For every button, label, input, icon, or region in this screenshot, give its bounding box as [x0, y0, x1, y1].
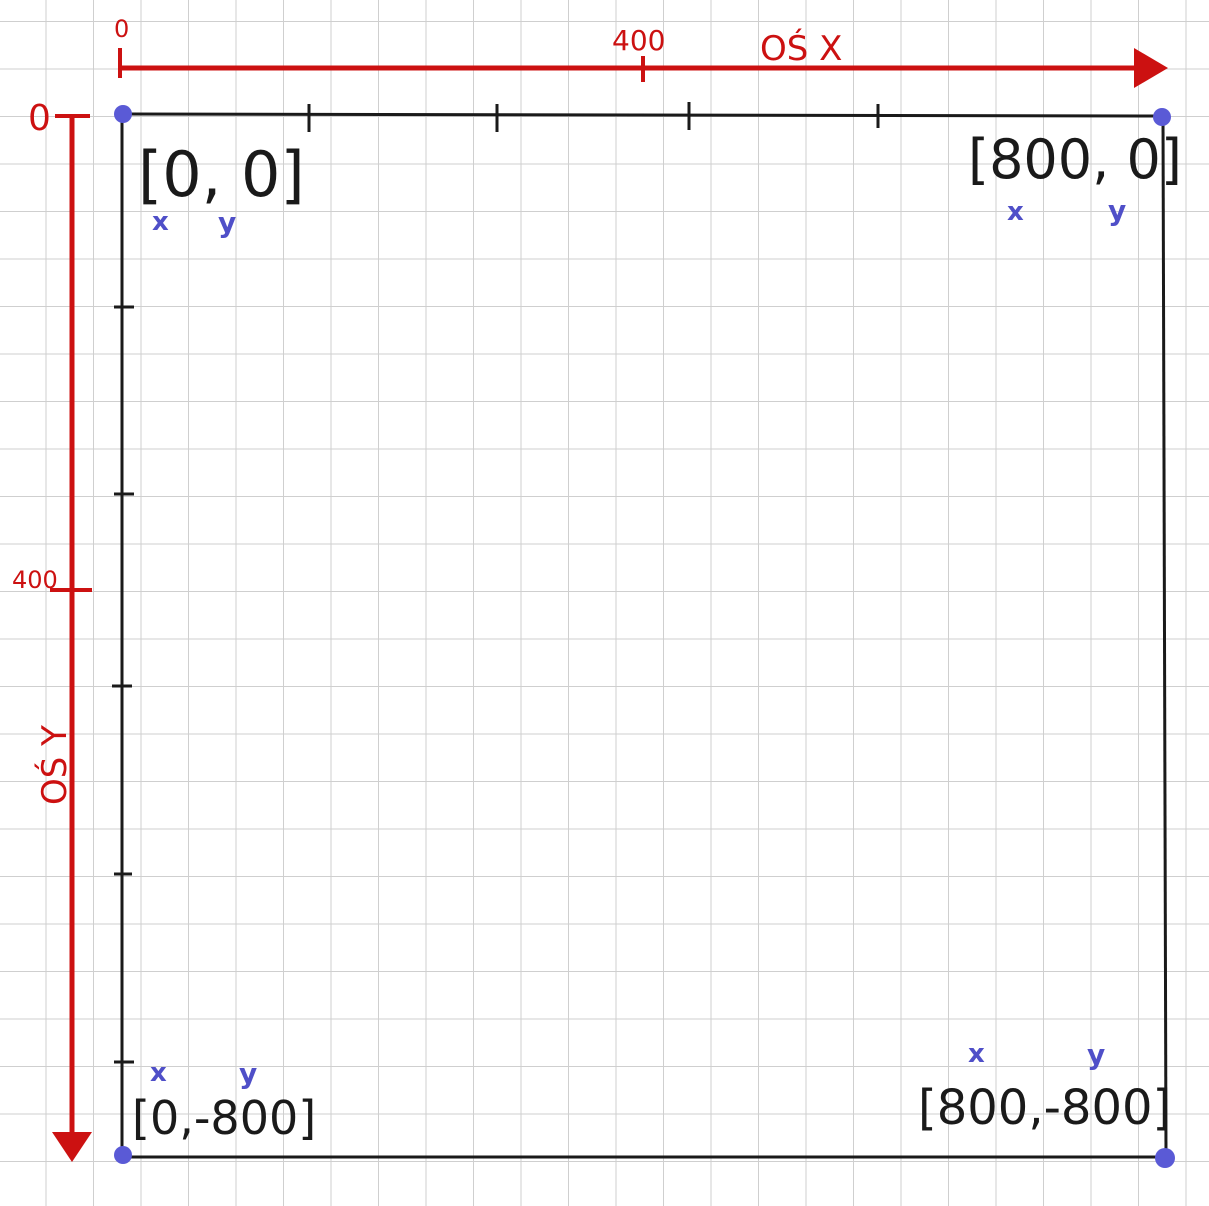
y-axis-title: OŚ Y	[34, 725, 75, 805]
x-axis: 0 400 OŚ X	[114, 15, 1168, 88]
frame-top	[121, 112, 1164, 118]
x-axis-title: OŚ X	[760, 28, 842, 69]
coord-label: [800, 0]	[968, 128, 1182, 191]
corner-label-top-left: [0, 0] x y	[138, 138, 305, 239]
corner-label-bottom-left: x y [0,-800]	[132, 1057, 316, 1145]
x-axis-origin-label: 0	[114, 15, 129, 43]
corner-point-top-left	[114, 105, 132, 123]
x-mark: x	[1007, 197, 1024, 227]
x-mark: x	[152, 207, 169, 237]
frame	[120, 112, 1168, 1159]
coord-label: [0, 0]	[138, 138, 305, 211]
corner-points	[114, 105, 1175, 1168]
x-axis-arrowhead	[1134, 48, 1168, 88]
corner-label-bottom-right: x y [800,-800]	[918, 1038, 1171, 1136]
coord-label: [800,-800]	[918, 1080, 1171, 1136]
coord-label: [0,-800]	[132, 1091, 316, 1145]
x-mark: x	[150, 1058, 167, 1088]
corner-label-top-right: [800, 0] x y	[968, 128, 1182, 227]
x-mark: x	[968, 1039, 985, 1069]
corner-point-top-right	[1153, 108, 1171, 126]
y-axis-mid-label: 400	[12, 566, 58, 594]
x-axis-mid-label: 400	[612, 24, 665, 57]
y-axis-origin-label: 0	[28, 98, 51, 139]
frame-ticks	[112, 102, 880, 1064]
y-mark: y	[239, 1057, 257, 1090]
frame-right	[1161, 115, 1168, 1158]
y-mark: y	[1108, 194, 1126, 227]
y-axis-arrowhead	[52, 1132, 92, 1162]
y-mark: y	[218, 206, 236, 239]
corner-point-bottom-right	[1155, 1148, 1175, 1168]
corner-point-bottom-left	[114, 1146, 132, 1164]
y-axis: 0 400 OŚ Y	[12, 98, 92, 1162]
y-mark: y	[1087, 1038, 1105, 1071]
